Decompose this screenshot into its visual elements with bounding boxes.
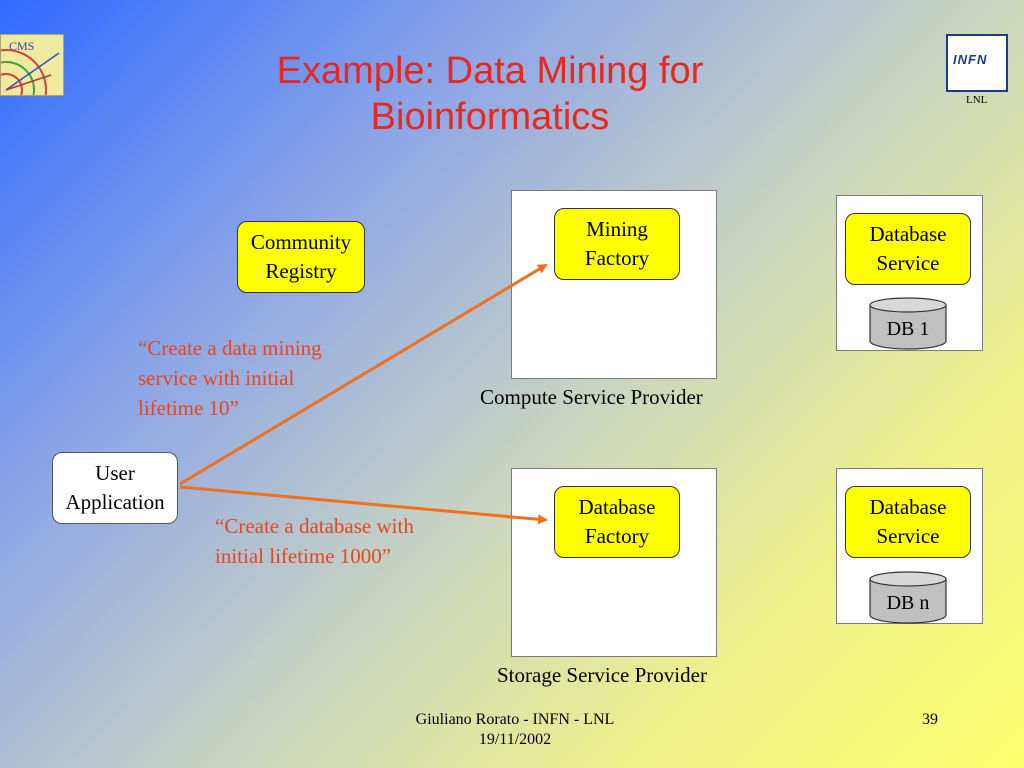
database-service-1-box: Database Service <box>845 213 971 285</box>
dbn-label: DB n <box>887 592 930 614</box>
database-factory-line2: Factory <box>584 524 650 548</box>
quote-database-line1: “Create a database with <box>215 514 414 538</box>
dbn-cylinder-icon: DB n <box>869 571 947 624</box>
footer-date: 19/11/2002 <box>478 731 552 748</box>
database-service-1-line1: Database <box>869 222 947 246</box>
database-factory-box: Database Factory <box>554 486 680 558</box>
page-number: 39 <box>922 711 938 728</box>
lnl-caption: LNL <box>966 94 988 106</box>
quote-mining-line2: service with initial <box>138 366 295 390</box>
database-service-n-box: Database Service <box>845 486 971 558</box>
slide-title-line1: Example: Data Mining for <box>276 50 704 92</box>
mining-factory-line1: Mining <box>586 217 648 241</box>
cms-logo: CMS <box>0 34 64 96</box>
compute-provider-caption: Compute Service Provider <box>480 385 703 409</box>
cms-logo-graphic <box>1 49 60 95</box>
user-application-line2: Application <box>65 490 165 514</box>
mining-factory-box: Mining Factory <box>554 208 680 280</box>
quote-mining-line1: “Create a data mining <box>138 336 322 360</box>
mining-factory-line2: Factory <box>584 246 650 270</box>
arrow-to-mining-factory <box>179 263 548 486</box>
community-registry-line2: Registry <box>265 259 337 283</box>
quote-database: “Create a database with initial lifetime… <box>215 511 414 571</box>
db1-cylinder-icon: DB 1 <box>869 297 947 350</box>
database-service-1-line2: Service <box>876 251 940 275</box>
database-service-n-line2: Service <box>876 524 940 548</box>
footer-author: Giuliano Rorato - INFN - LNL <box>415 711 615 728</box>
quote-mining-line3: lifetime 10” <box>138 396 239 420</box>
arrow-to-database-factory <box>179 485 548 525</box>
quote-mining: “Create a data mining service with initi… <box>138 333 322 423</box>
community-registry-line1: Community <box>250 230 352 254</box>
footer-author-date: Giuliano Rorato - INFN - LNL 19/11/2002 <box>380 710 650 750</box>
user-application-line1: User <box>95 461 135 485</box>
slide-title-line2: Bioinformatics <box>370 96 610 138</box>
database-service-n-line1: Database <box>869 495 947 519</box>
db1-label: DB 1 <box>887 318 930 340</box>
slide-title: Example: Data Mining for Bioinformatics <box>170 48 810 140</box>
infn-logo <box>946 34 1008 92</box>
user-application-box: User Application <box>52 452 178 524</box>
infn-logo-text: INFN <box>953 52 988 67</box>
storage-provider-caption: Storage Service Provider <box>497 663 707 687</box>
quote-database-line2: initial lifetime 1000” <box>215 544 392 568</box>
community-registry-box: Community Registry <box>237 221 365 293</box>
database-factory-line1: Database <box>578 495 656 519</box>
cms-logo-text: CMS <box>9 39 35 53</box>
